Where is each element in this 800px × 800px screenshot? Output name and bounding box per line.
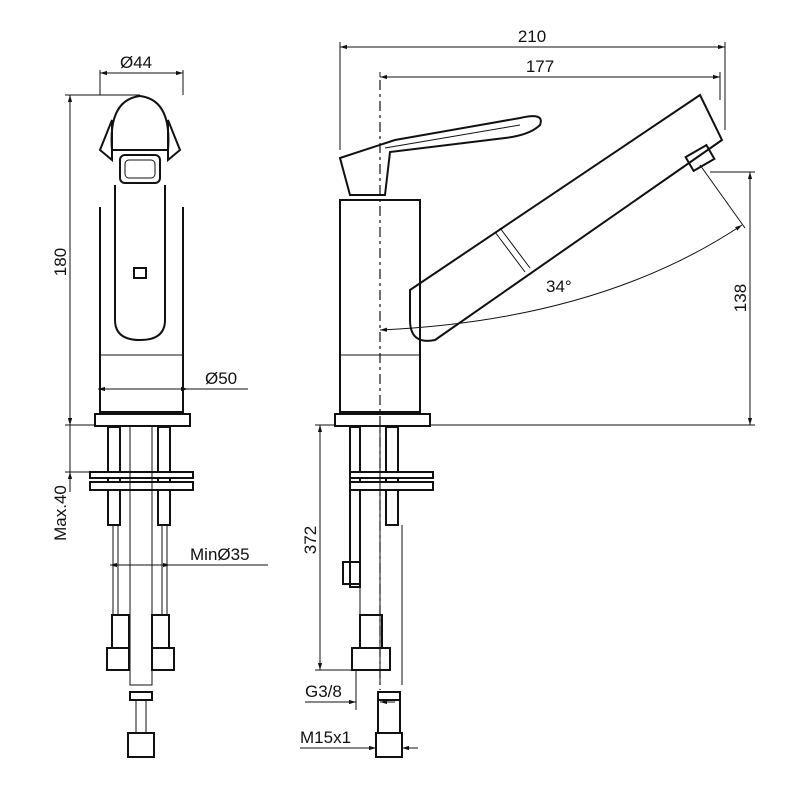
front-view: Ø44 180 Ø50 Max.40 MinØ35 xyxy=(51,53,268,758)
side-body xyxy=(339,199,421,413)
front-handle-knob xyxy=(119,154,161,184)
side-handle-lever xyxy=(338,115,542,196)
dim-min-hole: MinØ35 xyxy=(190,545,250,564)
dim-diameter-top: Ø44 xyxy=(120,53,152,72)
front-nut-left xyxy=(106,647,130,671)
dim-thread-inlet: G3/8 xyxy=(305,682,342,701)
side-bottom-fitting xyxy=(375,732,403,758)
front-nut-right xyxy=(151,647,175,671)
side-spout xyxy=(409,93,724,342)
dim-hose-length: 372 xyxy=(301,526,320,554)
front-handle xyxy=(110,94,170,151)
side-view: 210 177 138 34° 372 G3/8 M15x1 xyxy=(300,27,755,758)
front-mount-plate xyxy=(89,471,194,479)
side-mount-plate xyxy=(349,471,434,479)
dim-swivel-angle: 34° xyxy=(546,277,572,296)
dim-thread-outlet: M15x1 xyxy=(300,728,351,747)
dim-spout-height: 138 xyxy=(731,284,750,312)
dim-overall-reach: 210 xyxy=(518,27,546,46)
dim-diameter-base: Ø50 xyxy=(205,369,237,388)
front-bottom-fitting xyxy=(127,732,155,758)
front-base-ring xyxy=(94,413,191,427)
dim-max-thickness: Max.40 xyxy=(51,485,70,541)
side-base-ring xyxy=(334,413,431,427)
dim-height: 180 xyxy=(51,248,70,276)
side-nut xyxy=(351,647,391,671)
dim-spout-reach: 177 xyxy=(526,57,554,76)
